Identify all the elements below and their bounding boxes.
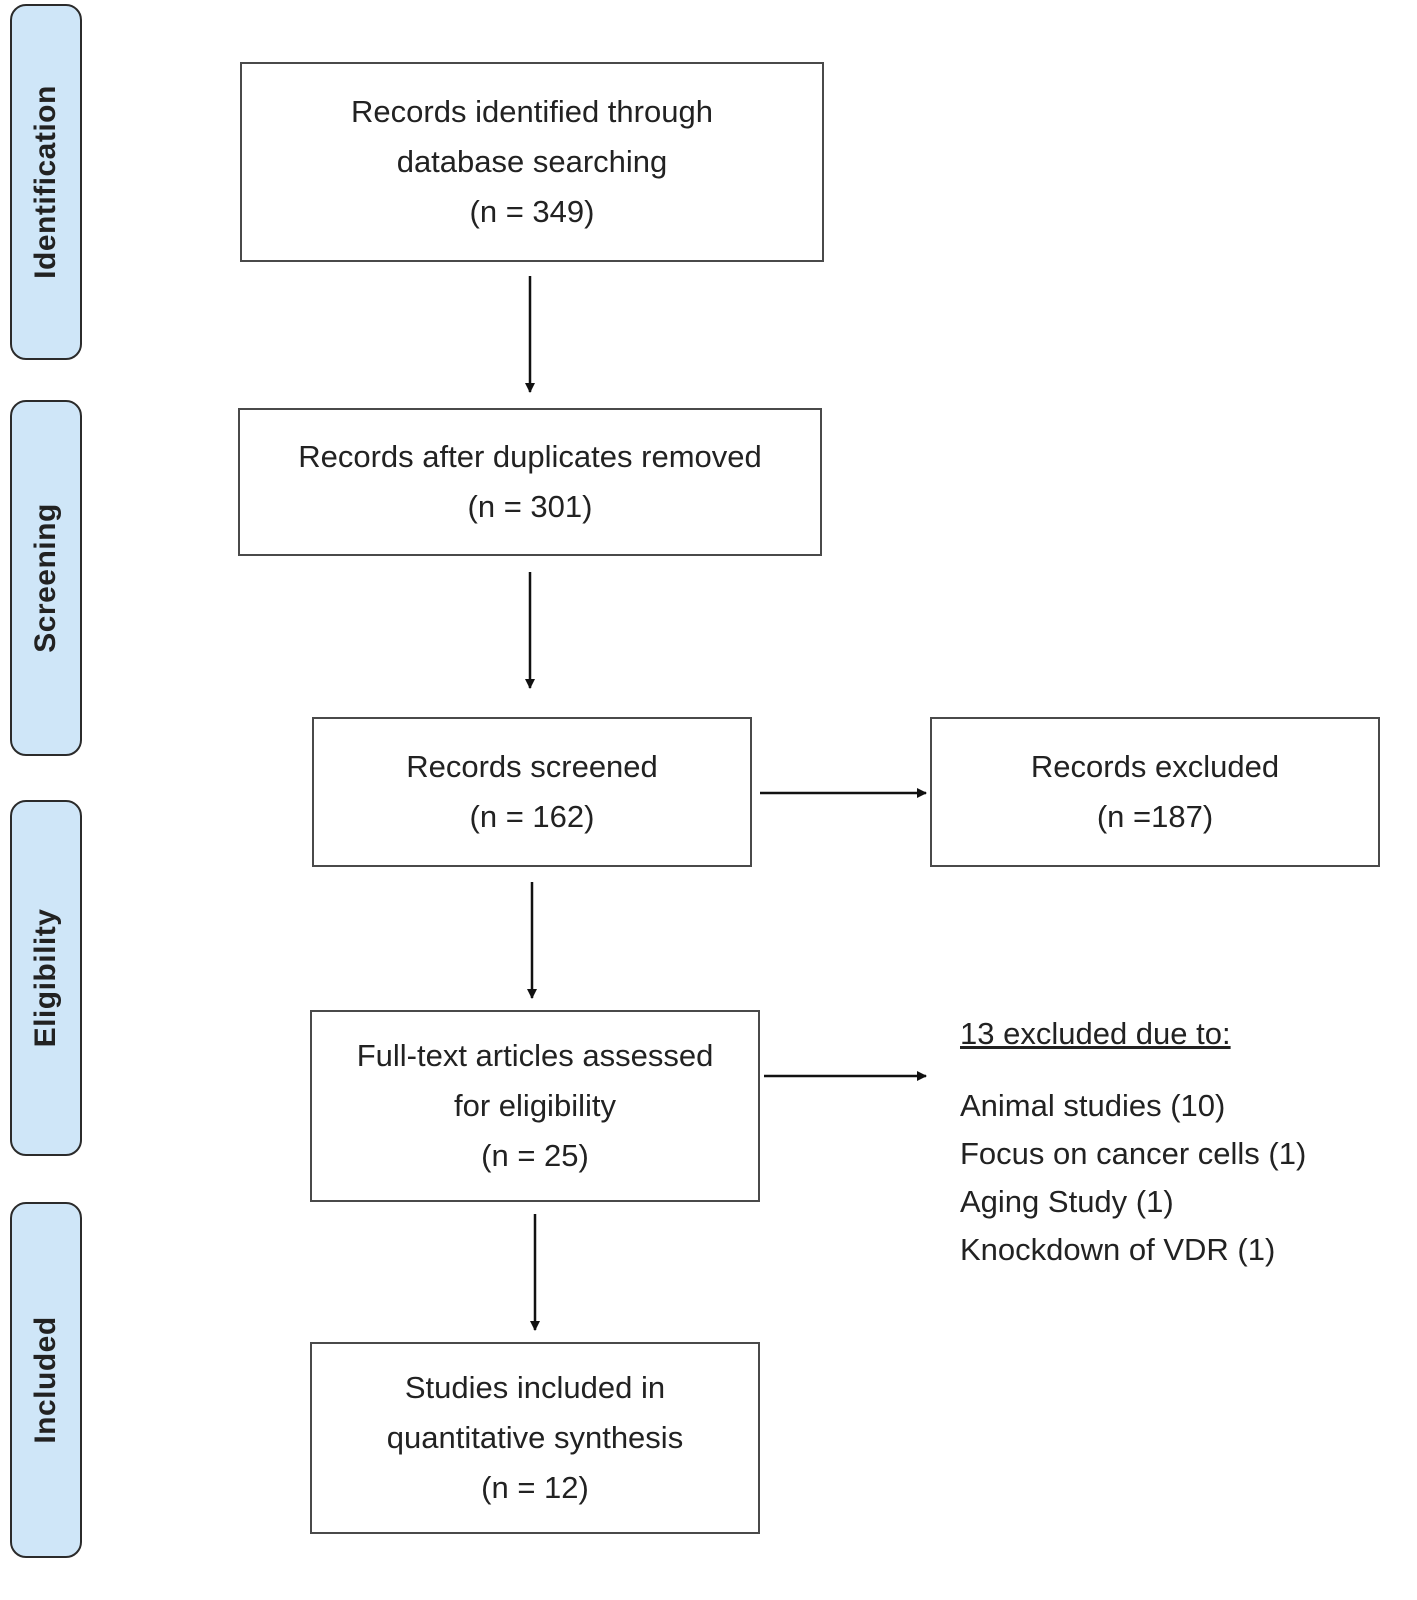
identified-line-2: database searching [396, 144, 668, 179]
excluded-box: Records excluded (n =187) [930, 717, 1380, 867]
identified-count: (n = 349) [469, 194, 595, 229]
identified-line-1: Records identified through [351, 94, 713, 129]
fulltext-line-2: for eligibility [454, 1088, 616, 1123]
fulltext-exclusion-reasons: 13 excluded due to: Animal studies (10) … [960, 1010, 1306, 1274]
duplicates-removed-box: Records after duplicates removed (n = 30… [238, 408, 822, 556]
screened-count: (n = 162) [469, 799, 595, 834]
fulltext-line-1: Full-text articles assessed [356, 1038, 714, 1073]
included-count: (n = 12) [481, 1470, 589, 1505]
identified-box: Records identified through database sear… [240, 62, 824, 262]
fulltext-box: Full-text articles assessed for eligibil… [310, 1010, 760, 1202]
stage-screening: Screening [10, 400, 82, 756]
screened-line-1: Records screened [406, 749, 658, 784]
included-line-2: quantitative synthesis [386, 1420, 684, 1455]
exclusion-title: 13 excluded due to: [960, 1016, 1231, 1051]
stage-eligibility: Eligibility [10, 800, 82, 1156]
stage-identification: Identification [10, 4, 82, 360]
included-line-1: Studies included in [404, 1370, 666, 1405]
exclusion-reason: Aging Study (1) [960, 1184, 1174, 1219]
fulltext-count: (n = 25) [481, 1138, 589, 1173]
exclusion-list: Animal studies (10) Focus on cancer cell… [960, 1082, 1306, 1274]
excluded-count: (n =187) [1096, 799, 1214, 834]
screened-box: Records screened (n = 162) [312, 717, 752, 867]
exclusion-reason: Knockdown of VDR (1) [960, 1232, 1276, 1267]
stage-included: Included [10, 1202, 82, 1558]
duplicates-removed-count: (n = 301) [467, 489, 593, 524]
exclusion-reason: Focus on cancer cells (1) [960, 1136, 1307, 1171]
excluded-line-1: Records excluded [1030, 749, 1280, 784]
exclusion-reason: Animal studies (10) [960, 1088, 1226, 1123]
duplicates-removed-line-1: Records after duplicates removed [298, 439, 762, 474]
included-box: Studies included in quantitative synthes… [310, 1342, 760, 1534]
